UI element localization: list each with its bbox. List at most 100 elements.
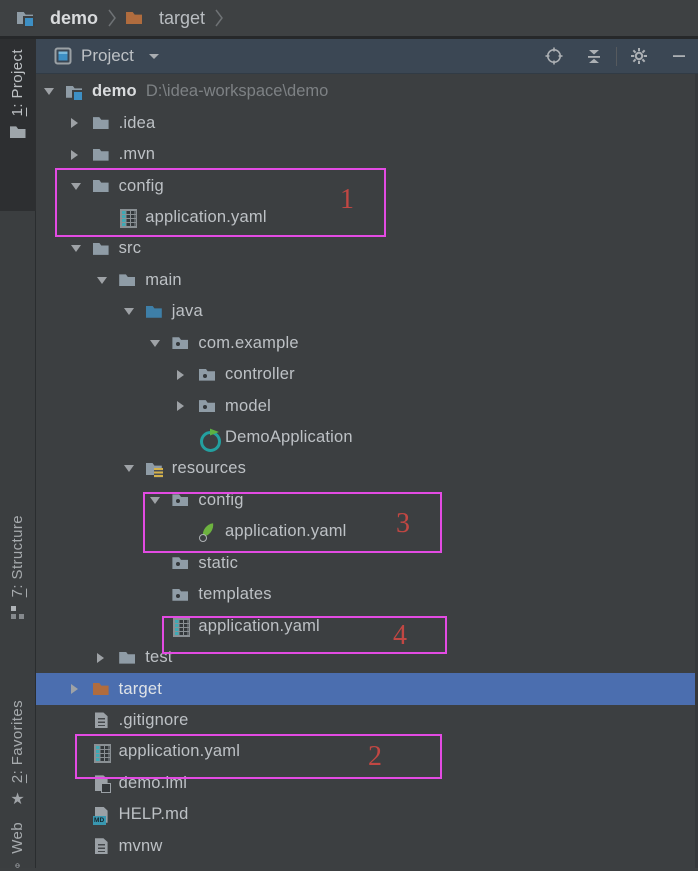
panel-title: Project [81,46,134,65]
markdown-file-icon [92,805,112,825]
breadcrumb-item-demo[interactable]: demo [16,8,98,29]
expand-arrow[interactable] [144,340,171,347]
expand-arrow[interactable] [171,401,198,411]
spring-boot-class-icon [198,428,221,452]
tree-row[interactable]: application.yaml [36,610,698,641]
sidebar-item-favorites[interactable]: 2: Favorites ★ [0,690,36,812]
expand-arrow[interactable] [65,684,92,694]
folder-icon [92,239,112,259]
tree-row[interactable]: controller [36,359,698,390]
tree-row[interactable]: test [36,642,698,673]
expand-arrow[interactable] [118,308,145,315]
tree-row[interactable]: src [36,233,698,264]
text-file-icon [92,836,112,856]
tree-row[interactable]: java [36,296,698,327]
tree-item-label: com.example [198,333,299,352]
expand-arrow[interactable] [65,150,92,160]
tree-row[interactable]: main [36,265,698,296]
tool-window-stripe: 1: Project 7: Structure 2: Favorites ★ W… [0,39,36,868]
project-folder-icon [16,8,36,28]
tree-row[interactable]: mvnw [36,831,698,862]
tree-item-label: static [198,553,239,572]
tree-row[interactable]: static [36,548,698,579]
chevron-right-icon [108,9,116,27]
tree-item-label: resources [171,459,247,478]
folder-icon [10,125,26,139]
folder-icon [92,113,112,133]
tree-row[interactable]: application.yaml [36,516,698,547]
sidebar-item-label: 1: Project [9,49,26,117]
settings-button[interactable] [630,47,648,65]
expand-arrow[interactable] [65,118,92,128]
tree-row[interactable]: HELP.md [36,799,698,830]
tree-row[interactable]: .idea [36,107,698,138]
expand-arrow[interactable] [65,183,92,190]
divider [616,46,617,66]
tree-item-label: .mvn [118,145,156,164]
tree-row[interactable]: com.example [36,328,698,359]
hide-panel-button[interactable] [670,47,688,65]
tree-row[interactable]: config [36,170,698,201]
text-file-icon [92,710,112,730]
tree-row[interactable]: templates [36,579,698,610]
project-folder-icon [65,82,85,102]
project-tree: demo D:\idea-workspace\demo .idea .mvn c [36,74,698,868]
sidebar-item-label: Web [9,822,26,854]
yaml-file-icon [171,616,191,638]
package-icon [171,490,191,510]
scrollbar[interactable] [695,74,698,868]
tree-item-label: mvnw [118,836,163,855]
tree-row[interactable]: .mvn [36,139,698,170]
breadcrumb-label: demo [50,7,99,28]
resources-folder-icon [145,459,165,479]
globe-icon [15,863,20,868]
star-icon: ★ [10,791,25,809]
tree-item-label: target [118,679,162,698]
folder-icon [92,145,112,165]
yaml-file-icon [118,207,138,229]
breadcrumb-item-target[interactable]: target [125,8,205,29]
package-icon [171,585,191,605]
expand-arrow[interactable] [118,465,145,472]
tree-item-label: application.yaml [198,616,320,635]
sidebar-item-project[interactable]: 1: Project [0,39,36,211]
tree-item-label: test [145,648,173,667]
expand-arrow[interactable] [91,277,118,284]
expand-arrow[interactable] [38,88,65,95]
expand-arrow[interactable] [65,245,92,252]
tree-row[interactable]: model [36,390,698,421]
folder-icon [118,270,138,290]
tree-row[interactable]: demo.iml [36,768,698,799]
locate-button[interactable] [545,47,563,65]
sidebar-item-label: 7: Structure [9,515,26,598]
project-window-icon [54,47,72,65]
tree-row[interactable]: DemoApplication [36,422,698,453]
tree-row[interactable]: config [36,485,698,516]
tree-row[interactable]: demo D:\idea-workspace\demo [36,76,698,107]
sidebar-item-structure[interactable]: 7: Structure [0,505,36,690]
tree-row[interactable]: application.yaml [36,736,698,767]
collapse-all-button[interactable] [585,47,603,65]
expand-arrow[interactable] [91,653,118,663]
tree-item-label: java [171,302,203,321]
tree-item-label: controller [225,365,295,384]
package-icon [171,553,191,573]
tree-row[interactable]: resources [36,453,698,484]
panel-header: Project [36,39,698,74]
chevron-down-icon[interactable] [148,53,159,59]
expand-arrow[interactable] [144,497,171,504]
tree-item-label: main [145,270,182,289]
tree-row-selected[interactable]: target [36,673,698,705]
spring-config-icon [198,522,218,542]
sidebar-item-web[interactable]: Web [0,812,36,868]
package-icon [171,333,191,353]
yaml-file-icon [92,742,112,763]
tree-item-label: config [118,176,164,195]
module-file-icon [92,773,112,794]
expand-arrow[interactable] [171,370,198,380]
tree-row[interactable]: application.yaml [36,202,698,233]
tree-row[interactable]: .gitignore [36,705,698,736]
package-icon [198,365,218,385]
folder-icon [92,176,112,196]
